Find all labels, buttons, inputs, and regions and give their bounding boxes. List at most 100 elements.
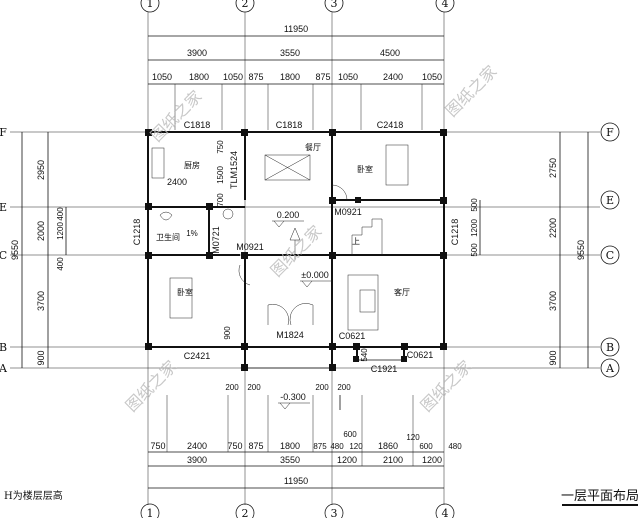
dim-bottom-sub: 750 (150, 441, 165, 451)
stove-icon (151, 147, 165, 179)
dim-bottom-total: 11950 (284, 476, 308, 486)
dim-right-bay: 3700 (548, 291, 558, 311)
dim-bottom-sub: 750 (227, 441, 242, 451)
watermark: 图纸之家 (147, 87, 206, 146)
dim-200: 200 (337, 383, 351, 392)
axis-C-left: C (0, 249, 7, 262)
dim-top-sub: 1050 (422, 72, 442, 82)
dim-1500: 1500 (216, 166, 225, 184)
axis-3-top: 3 (331, 0, 338, 10)
dim-right-sub: 500 (470, 198, 479, 212)
dim-right-sub: 1200 (470, 219, 479, 237)
sofa-icon (347, 274, 379, 331)
dim-bottom-sub: 1860 (378, 441, 398, 451)
dim-left-sub: 400 (56, 257, 65, 271)
door-swing (238, 264, 251, 286)
door-label: M0921 (334, 207, 362, 217)
room-bedroom-sw: 卧室 (177, 287, 193, 297)
dim-bottom-sub: 480 (330, 442, 344, 451)
columns (145, 129, 447, 371)
window-label: C0621 (407, 350, 434, 360)
window-label: C1818 (184, 120, 211, 130)
sink-icon (222, 208, 234, 220)
dim-bottom-bay: 3550 (280, 455, 300, 465)
axis-C: C (606, 249, 614, 262)
axis-1-top: 1 (147, 0, 154, 10)
dim-left-bay: 2000 (36, 221, 46, 241)
dim-top-total: 11950 (284, 24, 308, 34)
elevation-outside: -0.300 (280, 392, 306, 402)
dim-left-bay: 900 (36, 350, 46, 365)
room-living: 客厅 (394, 287, 410, 297)
footer-note: H为楼层层高 (4, 489, 63, 502)
dining-table-icon (264, 154, 311, 181)
dim-left-sub: 1200 (56, 222, 65, 240)
dim-bottom-sub: 875 (248, 441, 263, 451)
door-label: M0721 (211, 226, 221, 254)
axis-B-left: B (0, 341, 7, 354)
dim-200: 200 (225, 383, 239, 392)
dim-left-bay: 2950 (36, 160, 46, 180)
dim-top-bay-1: 3900 (187, 48, 207, 58)
dim-200: 200 (315, 383, 329, 392)
opening-labels: C1818 C1818 C2418 C1218 C1218 M0921 M092… (132, 120, 460, 374)
dim-top-sub: 1050 (338, 72, 358, 82)
dim-top-sub: 1050 (223, 72, 243, 82)
bed-icon (169, 277, 193, 319)
dim-top-sub: 1050 (152, 72, 172, 82)
window-label: C2421 (184, 351, 211, 361)
dim-top-sub: 875 (315, 72, 330, 82)
axis-4-bottom: 4 (442, 507, 449, 518)
walls (147, 131, 445, 410)
bottom-dimensions: 750 2400 750 875 1800 875 480 600 120 18… (148, 395, 462, 489)
dim-750: 750 (216, 140, 225, 154)
dim-bottom-sub: 600 (343, 430, 357, 439)
elevation-living: ±0.000 (301, 270, 328, 280)
axis-F-left: F (0, 126, 7, 139)
axis-4-top: 4 (442, 0, 449, 10)
dim-700: 700 (216, 193, 225, 207)
watermark: 图纸之家 (442, 62, 501, 121)
elevation-dining: 0.200 (277, 210, 300, 220)
watermark: 图纸之家 (122, 357, 181, 416)
furniture (151, 144, 409, 331)
dim-right-bay: 2750 (548, 158, 558, 178)
dim-900: 900 (223, 326, 232, 340)
right-dimensions: 9550 2750 2200 3700 900 500 1200 500 (470, 132, 589, 368)
dim-right-bay: 2200 (548, 218, 558, 238)
axis-E-left: E (0, 201, 7, 214)
axis-3-bottom: 3 (331, 507, 338, 518)
inner-dimensions: 2400 750 1500 700 900 200 200 200 200 54… (167, 140, 369, 392)
toilet-icon (159, 211, 173, 221)
room-bedroom-ne: 卧室 (357, 164, 373, 174)
axis-E: E (606, 194, 614, 207)
dim-540: 540 (360, 348, 369, 362)
room-kitchen: 厨房 (184, 160, 200, 170)
dim-bottom-sub: 120 (349, 442, 363, 451)
stair-up-label: 上 (352, 237, 360, 246)
dim-top-bay-2: 3550 (280, 48, 300, 58)
dim-top-sub: 1800 (189, 72, 209, 82)
dim-bottom-bay: 3900 (187, 455, 207, 465)
dim-top-sub: 875 (248, 72, 263, 82)
window-label: C1218 (132, 219, 142, 246)
dim-bottom-sub: 600 (419, 442, 433, 451)
stair-icon (351, 218, 383, 255)
room-toilet: 卫生间 (156, 232, 180, 242)
door-label: M1824 (276, 330, 304, 340)
dim-bottom-sub: 1800 (280, 441, 300, 451)
dim-200: 200 (247, 383, 261, 392)
dim-kitchen: 2400 (167, 177, 187, 187)
axis-2-bottom: 2 (242, 507, 249, 518)
axis-B: B (606, 341, 614, 354)
left-dimensions: 9550 2950 2000 3700 900 400 1200 400 (10, 132, 67, 368)
dim-top-bay-3: 4500 (380, 48, 400, 58)
top-dimensions: 11950 3900 3550 4500 1050 1800 1050 875 … (148, 24, 444, 130)
door-swing (331, 184, 348, 201)
dim-bottom-sub: 120 (406, 433, 420, 442)
axis-1-bottom: 1 (147, 507, 154, 518)
axis-2-top: 2 (242, 0, 249, 10)
dim-right-total: 9550 (576, 240, 586, 260)
drawing-title: 一层平面布局 (561, 489, 639, 504)
